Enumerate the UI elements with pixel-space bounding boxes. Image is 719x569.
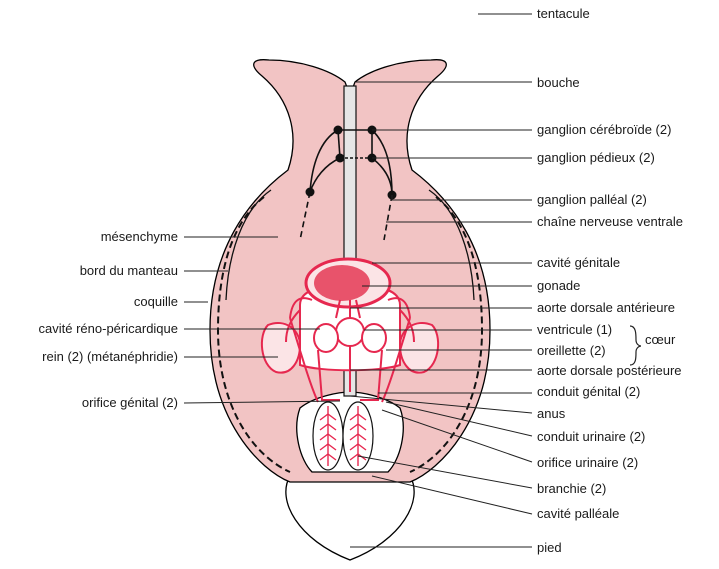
label-aorte-posterieure: aorte dorsale postérieure (537, 363, 682, 378)
label-gonade: gonade (537, 278, 580, 293)
label-mesenchyme: mésenchyme (101, 229, 178, 244)
label-conduit-urinaire: conduit urinaire (2) (537, 429, 645, 444)
auricle-left (314, 324, 338, 352)
label-branchie: branchie (2) (537, 481, 606, 496)
label-tentacule: tentacule (537, 6, 590, 21)
gill-left (313, 402, 343, 470)
label-cavite-reno: cavité réno-péricardique (39, 321, 178, 336)
label-anus: anus (537, 406, 565, 421)
label-ganglion-cerebroide: ganglion cérébroïde (2) (537, 122, 671, 137)
ganglion-palleal-left (306, 188, 315, 197)
label-bouche: bouche (537, 75, 580, 90)
label-ventricule: ventricule (1) (537, 322, 612, 337)
label-rein: rein (2) (métanéphridie) (42, 349, 178, 364)
label-ganglion-pedieux: ganglion pédieux (2) (537, 150, 655, 165)
label-bord-manteau: bord du manteau (80, 263, 178, 278)
auricle-right (362, 324, 386, 352)
label-ganglion-palleal: ganglion palléal (2) (537, 192, 647, 207)
label-orifice-genital: orifice génital (2) (82, 395, 178, 410)
label-chaine-nerveuse: chaîne nerveuse ventrale (537, 214, 683, 229)
gonad (314, 265, 370, 301)
label-coeur: cœur (645, 332, 675, 347)
label-coquille: coquille (134, 294, 178, 309)
label-conduit-genital: conduit génital (2) (537, 384, 640, 399)
label-cavite-genitale: cavité génitale (537, 255, 620, 270)
label-orifice-urinaire: orifice urinaire (2) (537, 455, 638, 470)
ganglion-pedieux-left (336, 154, 345, 163)
gill-right (343, 402, 373, 470)
ventricle (336, 318, 364, 346)
label-cavite-palleale: cavité palléale (537, 506, 619, 521)
label-aorte-anterieure: aorte dorsale antérieure (537, 300, 675, 315)
label-oreillette: oreillette (2) (537, 343, 606, 358)
ganglion-cerebroide-left (334, 126, 343, 135)
coeur-brace (630, 326, 641, 365)
label-pied: pied (537, 540, 562, 555)
